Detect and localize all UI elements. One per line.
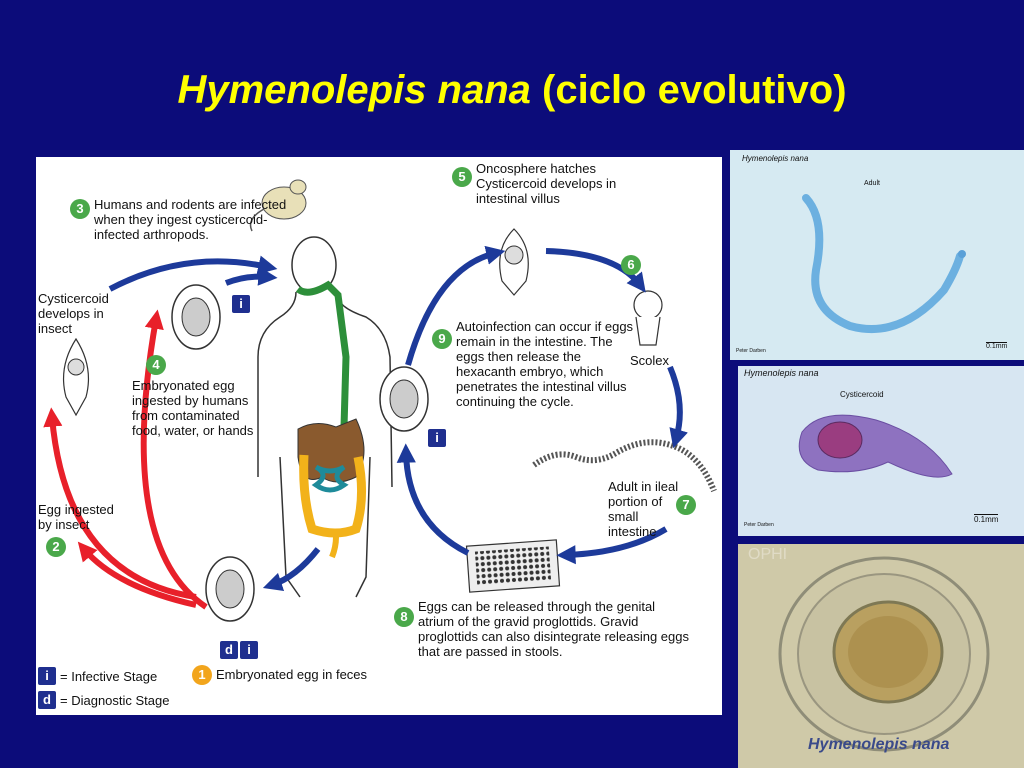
rat-illustration bbox=[249, 179, 307, 232]
arrow-cycle-top bbox=[405, 245, 506, 366]
human-figure bbox=[257, 236, 393, 598]
title-species: Hymenolepis nana bbox=[177, 68, 531, 112]
step-8-text: Eggs can be released through the genital… bbox=[418, 599, 690, 659]
adult-worm-image bbox=[802, 194, 966, 333]
scolex bbox=[633, 290, 663, 346]
adult-label: Adult bbox=[864, 180, 880, 187]
arrow-red-2 bbox=[77, 541, 197, 608]
step-7-badge: 7 bbox=[676, 495, 696, 515]
arrow-5-6 bbox=[545, 248, 646, 293]
egg-species: Hymenolepis nana bbox=[808, 736, 950, 753]
step-4-badge: 4 bbox=[146, 355, 166, 375]
cysticercoid-image bbox=[798, 414, 953, 478]
life-cycle-graphics bbox=[43, 179, 717, 622]
step-2-text: Egg ingested by insect bbox=[38, 502, 114, 532]
cysticercoid-scale: 0.1mm bbox=[974, 514, 999, 524]
cysticercoid-credit: Peter Darben bbox=[744, 522, 774, 528]
step-3-text: Humans and rodents are infected when the… bbox=[94, 197, 287, 242]
arrow-red-inner bbox=[140, 309, 208, 610]
egg-autoinfection bbox=[379, 366, 429, 432]
cysticercoid-label: Cysticercoid bbox=[840, 390, 884, 399]
step-5-badge: 5 bbox=[452, 167, 472, 187]
legend-d-badge: d bbox=[38, 691, 56, 709]
arrow-to-feces bbox=[262, 547, 321, 592]
step-9-badge: 9 bbox=[432, 329, 452, 349]
step-4-text: Embryonated egg ingested by humans from … bbox=[132, 378, 254, 438]
step-9-text: Autoinfection can occur if eggs remain i… bbox=[456, 319, 634, 409]
cysticercoid-insect-text: Cysticercoid develops in insect bbox=[38, 291, 109, 336]
life-cycle-diagram: 3 Humans and rodents are infected when t… bbox=[36, 157, 722, 715]
adult-species: Hymenolepis nana bbox=[742, 154, 809, 163]
egg-image bbox=[778, 556, 990, 752]
egg-in-feces bbox=[205, 556, 255, 622]
cysticercoid-insect bbox=[63, 337, 89, 417]
legend-infective-text: = Infective Stage bbox=[60, 669, 158, 684]
adult-worm bbox=[532, 439, 717, 493]
legend-i-badge: i bbox=[38, 667, 56, 685]
micrograph-egg: OPHI Hymenolepis nana bbox=[738, 544, 1024, 768]
title-rest: (ciclo evolutivo) bbox=[530, 68, 847, 112]
stage-i-1: i bbox=[232, 295, 250, 313]
step-2-badge: 2 bbox=[46, 537, 66, 557]
gravid-proglottid bbox=[465, 539, 561, 593]
arrow-7-8 bbox=[556, 526, 668, 565]
adult-scale: 0.1mm bbox=[986, 342, 1008, 350]
micrograph-adult: Hymenolepis nana Adult Peter Darben 0.1m… bbox=[730, 150, 1024, 360]
step-3-badge: 3 bbox=[70, 199, 90, 219]
step-5-text: Oncosphere hatches Cysticercoid develops… bbox=[476, 161, 617, 206]
micrograph-cysticercoid: Hymenolepis nana Cysticercoid Peter Darb… bbox=[738, 366, 1024, 536]
step-6-text: Scolex bbox=[630, 353, 670, 368]
step-8-badge: 8 bbox=[394, 607, 414, 627]
arrow-3 bbox=[108, 255, 278, 292]
cysticercoid-species: Hymenolepis nana bbox=[744, 368, 819, 378]
step-6-badge: 6 bbox=[621, 255, 641, 275]
arrow-4 bbox=[224, 266, 278, 286]
arrow-8-9 bbox=[396, 443, 470, 556]
step-1-badge: 1 bbox=[192, 665, 212, 685]
adult-credit: Peter Darben bbox=[736, 348, 766, 354]
stage-i-feces: i bbox=[240, 641, 258, 659]
step-7-text: Adult in ileal portion of small intestin… bbox=[608, 479, 679, 539]
egg-watermark: OPHI bbox=[748, 546, 788, 563]
slide-title: Hymenolepis nana (ciclo evolutivo) bbox=[0, 68, 1024, 113]
oncosphere bbox=[499, 228, 529, 296]
arrow-6-7 bbox=[667, 365, 688, 449]
step-1-text: Embryonated egg in feces bbox=[216, 667, 368, 682]
stage-d-feces: d bbox=[220, 641, 238, 659]
legend-diagnostic-text: = Diagnostic Stage bbox=[60, 693, 170, 708]
egg-ingested-human bbox=[171, 284, 221, 350]
stage-i-2: i bbox=[428, 429, 446, 447]
